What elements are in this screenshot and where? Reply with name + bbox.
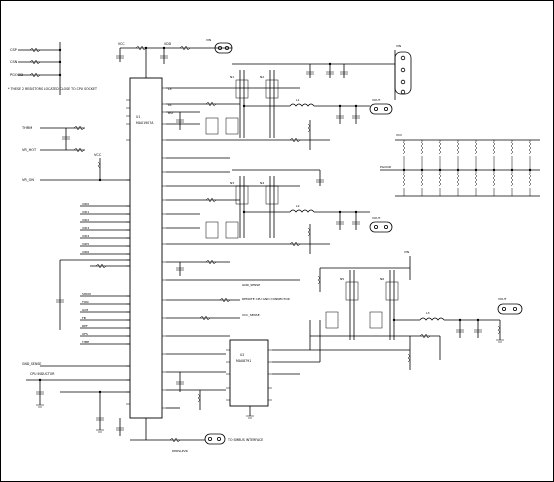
net-label: VID2 <box>82 218 89 222</box>
input-terminals <box>394 51 412 95</box>
ic-ref: U1 <box>136 115 140 119</box>
net-label: GND_SENSE <box>242 283 260 287</box>
net-label: VID0 <box>82 202 89 206</box>
part-ref: N5 <box>340 277 344 281</box>
bottom-section: TO SMBUS INTERFACE DPRSLPVR <box>116 407 263 453</box>
net-label: VIN <box>206 38 211 42</box>
net-label: TIME <box>81 340 89 344</box>
net-label: CSP <box>10 48 17 52</box>
main-controller-ic: U1 MAX1907A <box>126 77 166 419</box>
net-label: PGOOD <box>10 73 23 77</box>
note-text: * THESE 2 RESISTORS LOCATED CLOSE TO CPU… <box>8 87 97 91</box>
terminal-connector <box>214 42 233 54</box>
left-input-section: CSP CSN PGOOD * THESE 2 RESISTORS LOCATE… <box>8 42 130 433</box>
net-label: GND_SENSE <box>22 362 41 366</box>
pin-label: LX <box>168 87 172 91</box>
vout-terminal <box>497 303 523 315</box>
net-label: VR_ON <box>22 178 34 182</box>
part-ref: L1 <box>296 98 300 102</box>
net-label: DPRSLPVR <box>172 449 188 453</box>
net-label: VOUT <box>498 297 507 301</box>
net-label: CPU INDUCTOR <box>30 372 55 376</box>
net-label: VIN <box>404 250 409 254</box>
net-label: REF <box>82 324 88 328</box>
driver-ic: U2 MAX8791 <box>166 320 321 419</box>
ic-part-number: MAX1907A <box>136 121 154 125</box>
net-label: THRM <box>21 126 32 130</box>
net-label: ILIM <box>82 308 88 312</box>
net-label: VID4 <box>82 234 89 238</box>
part-ref: L2 <box>296 204 300 208</box>
vout-terminal <box>369 221 393 233</box>
part-ref: N1 <box>230 75 234 79</box>
net-label: VR_HOT <box>22 148 37 152</box>
phase-2-power-stage: N3 N4 L2 VOUT <box>166 157 393 276</box>
lower-signal-bus: SHDN TON ILIM FB REF OFS TIME <box>80 292 130 345</box>
phase-3-power-stage: GND_SENSE REMOTE CPU GND CONNECTOR VCC_S… <box>166 250 523 370</box>
net-label: VCC <box>396 133 402 137</box>
net-label: OFS <box>82 332 88 336</box>
net-label: SHDN <box>82 292 91 296</box>
net-label: VOUT <box>372 98 381 102</box>
part-ref: N6 <box>380 277 384 281</box>
top-supply-section: VCC VDD VIN <box>116 38 233 78</box>
part-ref: L3 <box>426 311 430 315</box>
net-label: VDD <box>164 42 172 46</box>
junction-dots <box>38 46 532 394</box>
ic-part-number: MAX8791 <box>236 359 251 363</box>
pin-label: DL <box>168 103 172 107</box>
pin-label: BST <box>168 111 174 115</box>
net-label: VID3 <box>82 226 89 230</box>
net-label: REMOTE CPU GND CONNECTOR <box>242 297 290 301</box>
vid-bus: VID0 VID1 VID2 VID3 VID4 VID5 VID6 <box>80 202 130 255</box>
part-ref: N4 <box>260 181 264 185</box>
net-label: VID6 <box>82 250 89 254</box>
net-label: VIN <box>396 44 401 48</box>
part-ref: N2 <box>260 75 264 79</box>
net-label: FB <box>82 316 86 320</box>
smbus-connector <box>204 433 226 445</box>
part-ref: N3 <box>230 181 234 185</box>
net-label: TON <box>81 300 88 304</box>
net-label: VCC_SENSE <box>242 313 260 317</box>
net-label: VCC <box>118 42 125 46</box>
ic-ref: U2 <box>240 353 244 357</box>
net-label: VID1 <box>82 210 89 214</box>
net-label: VID5 <box>82 242 89 246</box>
net-label: PGOOD <box>380 165 392 169</box>
vid-resistor-network: VCC PGOOD <box>380 133 540 197</box>
net-label: CSN <box>10 60 18 64</box>
net-label: VCC <box>94 153 102 157</box>
vout-terminal <box>369 103 393 115</box>
net-label: VOUT <box>372 216 381 220</box>
smbus-note: TO SMBUS INTERFACE <box>227 438 263 442</box>
